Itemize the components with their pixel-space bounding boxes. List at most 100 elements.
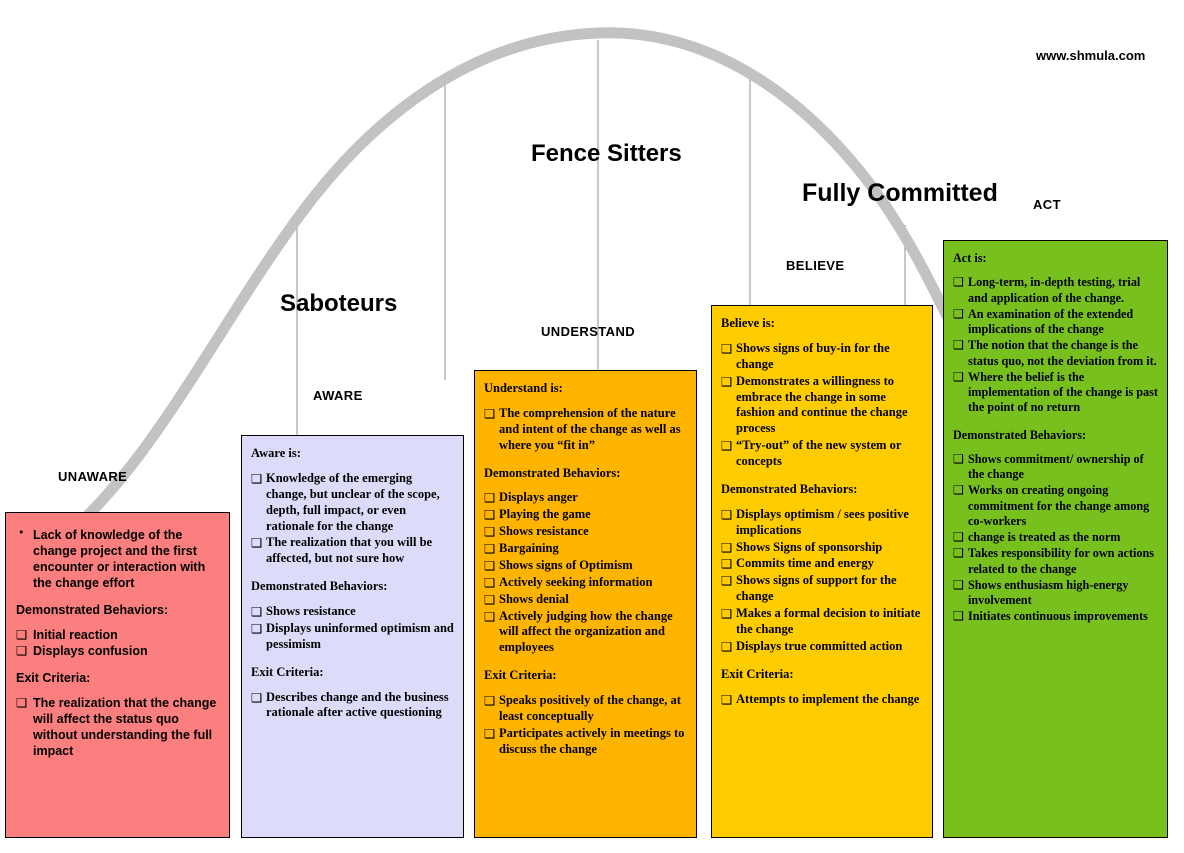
checkbox-icon: ❑ xyxy=(953,338,964,353)
checkbox-icon: ❑ xyxy=(484,557,496,573)
checkbox-icon: ❑ xyxy=(953,483,964,498)
understand-definition-list: ❑ The comprehension of the nature and in… xyxy=(484,406,687,454)
list-item-label: Shows resistance xyxy=(499,524,589,539)
list-item-label: Shows signs of buy-in for the change xyxy=(736,340,890,371)
checkbox-icon: ❑ xyxy=(953,609,964,624)
phase-tick-understand: UNDERSTAND xyxy=(541,324,636,339)
list-item: ❑ Commits time and energy xyxy=(721,556,923,572)
list-item-label: Initiates continuous improvements xyxy=(968,609,1148,624)
list-item: ❑ “Try-out” of the new system or concept… xyxy=(721,438,923,470)
group-label-saboteurs: Saboteurs xyxy=(280,290,398,317)
understand-behaviors-heading: Demonstrated Behaviors: xyxy=(484,465,621,480)
checkbox-icon: ❑ xyxy=(16,643,28,658)
site-url-label: www.shmula.com xyxy=(1036,48,1146,63)
checkbox-icon: ❑ xyxy=(721,691,733,707)
phase-box-understand[interactable]: Understand is: ❑ The comprehension of th… xyxy=(474,370,697,838)
list-item-label: Shows signs of Optimism xyxy=(499,557,633,572)
aware-behaviors-heading: Demonstrated Behaviors: xyxy=(251,579,388,594)
list-item: ❑ Attempts to implement the change xyxy=(721,692,923,708)
checkbox-icon: ❑ xyxy=(484,693,496,708)
list-item: ❑ The comprehension of the nature and in… xyxy=(484,406,687,454)
group-label-fully-committed: Fully Committed xyxy=(802,179,998,207)
list-item-label: Displays optimism / sees positive implic… xyxy=(736,506,909,537)
list-item: ❑ The notion that the change is the stat… xyxy=(953,338,1158,369)
list-item-label: The realization that you will be affecte… xyxy=(266,535,433,566)
unaware-exit-list: ❑ The realization that the change will a… xyxy=(16,695,219,759)
checkbox-icon: ❑ xyxy=(16,695,28,710)
list-item-label: The realization that the change will aff… xyxy=(33,696,217,758)
list-item-label: Displays true committed action xyxy=(736,638,903,653)
list-item-label: An examination of the extended implicati… xyxy=(968,306,1134,336)
aware-definition-list: ❑ Knowledge of the emerging change, but … xyxy=(251,471,454,567)
checkbox-icon: ❑ xyxy=(251,470,263,486)
checkbox-icon: ❑ xyxy=(484,591,496,607)
checkbox-icon: ❑ xyxy=(484,541,496,556)
list-item-label: Shows Signs of sponsorship xyxy=(736,539,883,554)
list-item-label: Describes change and the business ration… xyxy=(266,689,449,720)
phase-box-believe[interactable]: Believe is: ❑ Shows signs of buy-in for … xyxy=(711,305,933,838)
checkbox-icon: ❑ xyxy=(953,275,964,290)
list-item-label: Shows resistance xyxy=(266,604,356,618)
list-item-label: Works on creating ongoing commitment for… xyxy=(968,483,1150,528)
list-item-label: change is treated as the norm xyxy=(968,530,1121,544)
list-item: ❑ Speaks positively of the change, at le… xyxy=(484,693,687,725)
checkbox-icon: ❑ xyxy=(953,530,964,544)
list-item: ❑ Displays confusion xyxy=(16,643,219,659)
believe-exit-heading: Exit Criteria: xyxy=(721,666,794,681)
phase-box-unaware[interactable]: • Lack of knowledge of the change projec… xyxy=(5,512,230,838)
list-item: ❑ Shows signs of support for the change xyxy=(721,573,923,605)
list-item-label: Participates actively in meetings to dis… xyxy=(499,725,685,756)
checkbox-icon: ❑ xyxy=(484,524,496,540)
list-item: ❑ An examination of the extended implica… xyxy=(953,307,1158,338)
believe-exit-list: ❑ Attempts to implement the change xyxy=(721,692,923,708)
list-item: ❑ Actively judging how the change will a… xyxy=(484,609,687,657)
list-item: ❑ Initial reaction xyxy=(16,627,219,643)
list-item: ❑ Where the belief is the implementation… xyxy=(953,370,1158,416)
list-item: ❑ Knowledge of the emerging change, but … xyxy=(251,471,454,535)
list-item: ❑ Participates actively in meetings to d… xyxy=(484,726,687,758)
checkbox-icon: ❑ xyxy=(251,604,263,619)
understand-exit-list: ❑ Speaks positively of the change, at le… xyxy=(484,693,687,758)
list-item-label: The notion that the change is the status… xyxy=(968,338,1157,368)
list-item: ❑ Displays uninformed optimism and pessi… xyxy=(251,621,454,653)
phase-box-aware[interactable]: Aware is: ❑ Knowledge of the emerging ch… xyxy=(241,435,464,838)
checkbox-icon: ❑ xyxy=(251,535,263,551)
list-item-label: Commits time and energy xyxy=(736,556,874,571)
list-item: ❑ Shows Signs of sponsorship xyxy=(721,540,923,556)
phase-box-act[interactable]: Act is: ❑ Long-term, in-depth testing, t… xyxy=(943,240,1168,838)
list-item-label: Actively seeking information xyxy=(499,574,653,589)
list-item: ❑ Works on creating ongoing commitment f… xyxy=(953,483,1158,529)
checkbox-icon: ❑ xyxy=(721,438,733,454)
phase-tick-believe: BELIEVE xyxy=(786,258,845,273)
list-item-label: Makes a formal decision to initiate the … xyxy=(736,606,921,636)
list-item: ❑ Shows commitment/ ownership of the cha… xyxy=(953,452,1158,483)
checkbox-icon: ❑ xyxy=(721,638,733,654)
list-item: ❑ Makes a formal decision to initiate th… xyxy=(721,606,923,638)
list-item: ❑ Displays anger xyxy=(484,490,687,506)
list-item-label: Shows signs of support for the change xyxy=(736,573,897,604)
list-item-label: Shows enthusiasm high-energy involvement xyxy=(968,577,1129,607)
list-item-label: Actively judging how the change will aff… xyxy=(499,608,673,655)
checkbox-icon: ❑ xyxy=(953,451,964,466)
list-item-label: Takes responsibility for own actions rel… xyxy=(968,546,1155,576)
list-item: ❑ Shows denial xyxy=(484,592,687,608)
act-behaviors-list: ❑ Shows commitment/ ownership of the cha… xyxy=(953,452,1158,625)
believe-behaviors-heading: Demonstrated Behaviors: xyxy=(721,481,858,496)
list-item-label: Shows denial xyxy=(499,591,569,606)
checkbox-icon: ❑ xyxy=(484,507,496,523)
unaware-lead-list: • Lack of knowledge of the change projec… xyxy=(16,526,219,591)
checkbox-icon: ❑ xyxy=(953,369,964,384)
aware-exit-list: ❑ Describes change and the business rati… xyxy=(251,690,454,722)
list-item: ❑ Initiates continuous improvements xyxy=(953,609,1158,624)
aware-behaviors-list: ❑ Shows resistance ❑ Displays uninformed… xyxy=(251,604,454,653)
list-item-label: Knowledge of the emerging change, but un… xyxy=(266,470,440,533)
believe-definition-heading: Believe is: xyxy=(721,316,775,330)
list-item: ❑ The realization that the change will a… xyxy=(16,695,219,759)
list-item-label: Displays uninformed optimism and pessimi… xyxy=(266,620,454,651)
understand-exit-heading: Exit Criteria: xyxy=(484,668,557,683)
list-item: ❑ change is treated as the norm xyxy=(953,530,1158,545)
checkbox-icon: ❑ xyxy=(721,556,733,572)
list-item: ❑ Long-term, in-depth testing, trial and… xyxy=(953,275,1158,306)
checkbox-icon: ❑ xyxy=(953,546,964,561)
list-item-label: Playing the game xyxy=(499,507,591,522)
